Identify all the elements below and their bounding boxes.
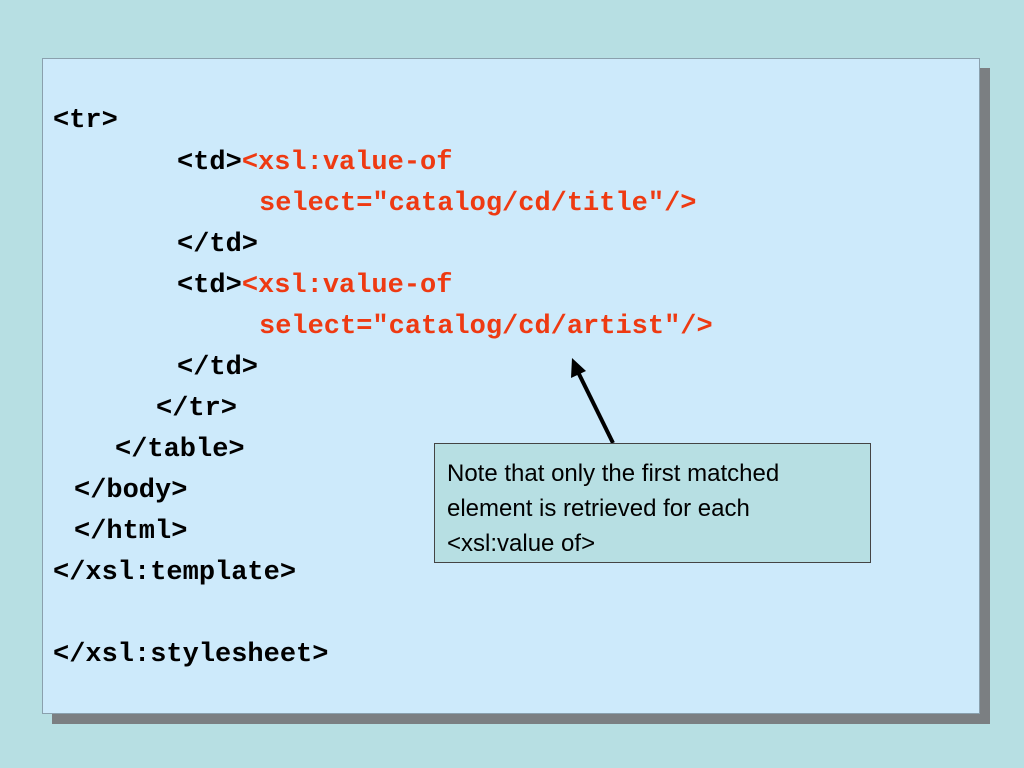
code-line-table-close: </table>: [115, 435, 245, 465]
code-line-tr-close: </tr>: [156, 394, 238, 424]
callout-line: element is retrieved for each: [447, 495, 750, 522]
callout-line: Note that only the first matched: [447, 460, 780, 487]
code-line-tr-open: <tr>: [53, 106, 118, 136]
code-line-select-artist: select="catalog/cd/artist"/>: [259, 312, 713, 342]
code-line-td-close-1: </td>: [177, 230, 259, 260]
code-line-select-title: select="catalog/cd/title"/>: [259, 189, 697, 219]
code-line-td-close-2: </td>: [177, 353, 259, 383]
slide-panel: [42, 58, 980, 714]
code-line-html-close: </html>: [74, 517, 188, 547]
xsl-value-of-tag: <xsl:value-of: [241, 271, 453, 301]
note-callout: Note that only the first matched element…: [434, 443, 871, 563]
callout-line: <xsl:value of>: [447, 530, 596, 557]
code-line-td-open-1: <td><xsl:value-of: [177, 148, 452, 178]
xsl-value-of-tag: <xsl:value-of: [241, 148, 453, 178]
code-line-template-close: </xsl:template>: [53, 558, 297, 588]
code-line-td-open-2: <td><xsl:value-of: [177, 271, 452, 301]
td-tag: <td>: [177, 271, 242, 301]
code-line-stylesheet-close: </xsl:stylesheet>: [53, 640, 329, 670]
td-tag: <td>: [177, 148, 242, 178]
code-line-body-close: </body>: [74, 476, 188, 506]
